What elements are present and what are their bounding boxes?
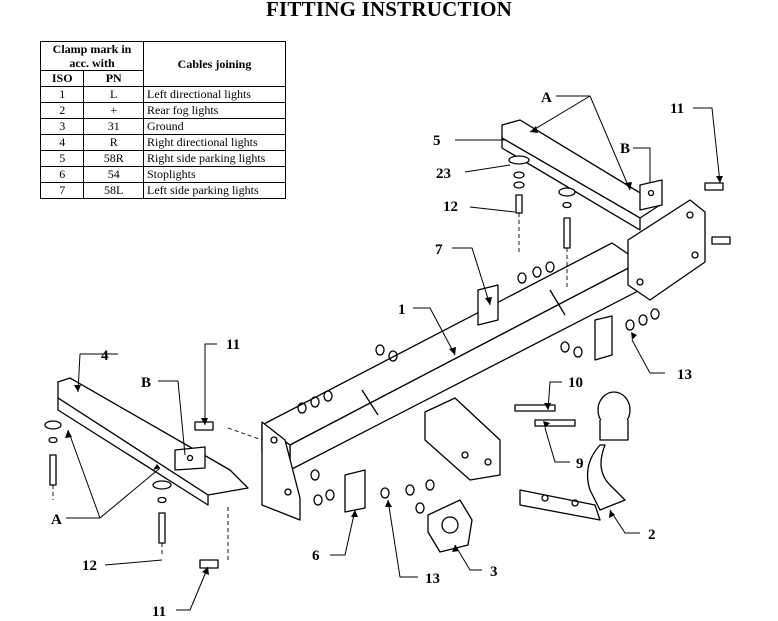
callout-1: 1	[398, 302, 406, 318]
callout-3: 3	[490, 564, 498, 580]
callout-13-bottom: 13	[425, 571, 440, 587]
pn-header: PN	[83, 70, 144, 87]
bolts-and-washers	[44, 155, 731, 569]
cable-table: Clamp mark in acc. with Cables joining I…	[39, 41, 286, 199]
iso-cell: 7	[39, 182, 85, 199]
left-side-arm	[57, 377, 249, 506]
alignment-lines	[52, 213, 568, 560]
socket-plate	[427, 499, 473, 553]
page-title: FITTING INSTRUCTION	[266, 0, 512, 21]
callout-B-right: B	[620, 141, 630, 157]
callout-4: 4	[101, 348, 109, 364]
callout-11-left: 11	[226, 337, 240, 353]
callout-11-bottom: 11	[152, 604, 166, 620]
arrowheads	[65, 126, 723, 575]
pn-cell: 58R	[83, 150, 144, 167]
callout-5: 5	[433, 133, 441, 149]
callout-12-bottom: 12	[82, 558, 97, 574]
small-brackets	[344, 284, 613, 513]
leader-lines	[66, 95, 721, 611]
callout-12-top: 12	[443, 199, 458, 215]
right-end-plate	[627, 199, 706, 301]
callout-7: 7	[435, 242, 443, 258]
cable-cell: Right side parking lights	[143, 150, 286, 167]
right-side-arm	[501, 119, 663, 231]
callout-2: 2	[648, 527, 656, 543]
left-end-plate	[261, 421, 301, 521]
cable-cell: Left side parking lights	[143, 182, 286, 199]
towball	[519, 391, 631, 521]
callout-10: 10	[568, 375, 583, 391]
iso-cell: 4	[39, 134, 85, 151]
callout-6: 6	[312, 548, 320, 564]
ball-mount-bracket	[424, 397, 501, 481]
table-row: 2+Rear fog lights	[39, 102, 286, 119]
clamp-header: Clamp mark in acc. with	[40, 41, 144, 71]
callout-23: 23	[436, 166, 451, 182]
callout-13-right: 13	[677, 367, 692, 383]
cable-cell: Right directional lights	[143, 134, 286, 151]
callout-9: 9	[576, 456, 584, 472]
cable-cell: Rear fog lights	[143, 102, 286, 119]
callout-11-top: 11	[670, 101, 684, 117]
callout-A-top: A	[541, 90, 552, 106]
callout-A-left: A	[51, 512, 62, 528]
callout-B-left: B	[141, 375, 151, 391]
